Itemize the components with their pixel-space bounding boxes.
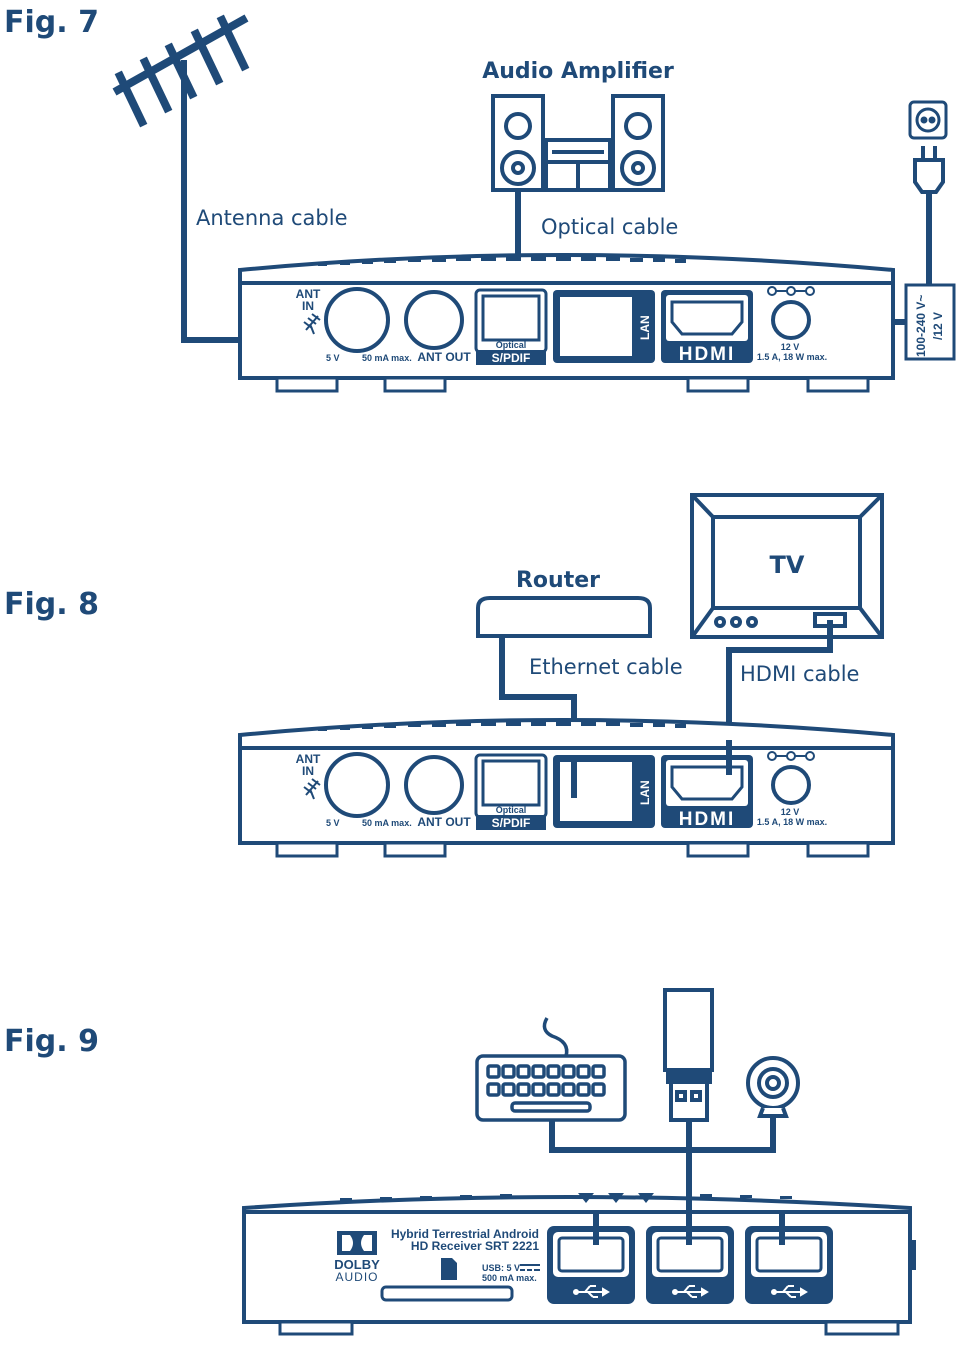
audio-amplifier-label: Audio Amplifier [482,59,674,84]
fig8-title: Fig. 8 [4,587,99,622]
usb-spec-1: USB: 5 V [482,1263,520,1273]
dolby-label-2: AUDIO [335,1270,378,1284]
usb-symbol-icons [573,1285,808,1298]
product-name-line2: HD Receiver SRT 2221 [411,1239,539,1253]
usb-port-3 [745,1226,833,1304]
spdif-label: S/PDIF [492,816,531,830]
ant-spec-tail: 50 mA max. [362,818,412,828]
power-v-label: 12 V [781,342,800,352]
ant-in-label-1: ANT [296,287,321,301]
power-plug-icon [913,146,945,194]
panel-labels-fig8: ANT IN 5 V 50 mA max. ANT OUT Optical S/… [296,752,827,830]
webcam-icon [746,1056,800,1118]
lan-label: LAN [638,315,652,340]
hdmi-logo: HDMI [679,344,736,365]
wall-socket-icon [908,100,948,140]
receiver-rear-panel-fig7 [238,253,895,393]
lan-label: LAN [638,780,652,805]
adapter-label-2: /12 V [931,312,945,340]
power-spec-label: 1.5 A, 18 W max. [757,817,827,827]
ant-out-label: ANT OUT [417,350,471,364]
product-name-line1: Hybrid Terrestrial Android [391,1227,539,1241]
router-label: Router [516,568,600,593]
router-icon [476,596,652,638]
ant-in-label-1: ANT [296,752,321,766]
usb-spec-2: 500 mA max. [482,1273,537,1283]
optical-cable-label: Optical cable [541,215,678,239]
fig7-title: Fig. 7 [4,5,99,40]
ant-spec: 5 V [326,353,340,363]
usb-port-1 [547,1226,635,1304]
usb-stick-icon [663,988,714,1122]
power-v-label: 12 V [781,807,800,817]
hdmi-cable-line [726,620,833,775]
fig9-title: Fig. 9 [4,1024,99,1059]
sd-card-icon [441,1258,457,1280]
ethernet-cable-label: Ethernet cable [529,655,683,679]
spdif-label: S/PDIF [492,351,531,365]
hdmi-cable-label: HDMI cable [740,662,859,686]
usb-port-2 [646,1226,734,1304]
card-slot [380,1285,514,1302]
power-spec-label: 1.5 A, 18 W max. [757,352,827,362]
antenna-icon [112,14,250,128]
tv-icon [690,493,884,639]
ant-spec: 5 V [326,818,340,828]
hdmi-logo: HDMI [679,809,736,830]
adapter-label-1: 100-240 V~ [914,295,928,357]
ant-spec-tail: 50 mA max. [362,353,412,363]
antenna-cable-label: Antenna cable [196,206,348,230]
optical-label: Optical [496,805,527,815]
audio-amplifier-icon [491,94,665,192]
ant-in-label-2: IN [302,764,314,778]
tv-label: TV [770,551,805,579]
ant-out-label: ANT OUT [417,815,471,829]
power-adapter-icon: 100-240 V~ /12 V [904,283,956,361]
dolby-label-1: DOLBY [334,1257,380,1272]
ant-in-label-2: IN [302,299,314,313]
receiver-rear-panel-fig8 [238,718,895,858]
panel-labels-fig7: ANT IN 5 V 50 mA max. ANT OUT Optical S/… [296,287,827,365]
optical-label: Optical [496,340,527,350]
keyboard-icon [475,1017,627,1122]
